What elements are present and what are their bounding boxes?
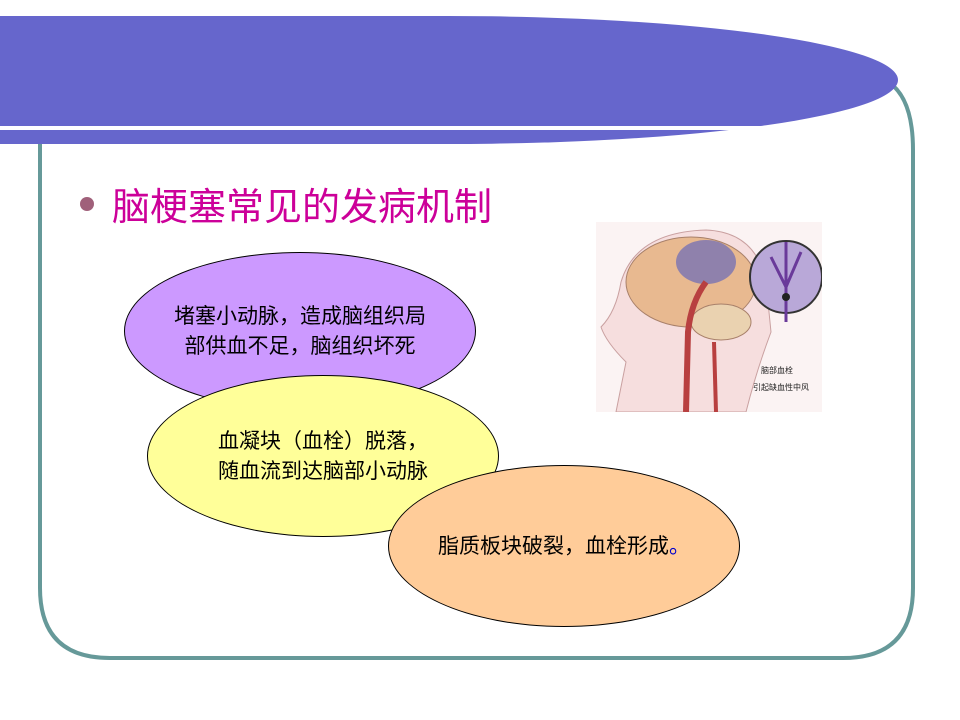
cause-oval-plaque: 脂质板块破裂，血栓形成。 [388,465,740,627]
oval-text: 堵塞小动脉，造成脑组织局 [174,304,426,328]
slide-title: 脑梗塞常见的发病机制 [80,176,492,231]
oval-text: 部供血不足，脑组织坏死 [184,334,416,358]
bullet-icon [80,196,94,211]
brain-thrombus-illustration: 脑部血栓 引起缺血性中风 [596,222,823,413]
cause-oval-small-artery: 堵塞小动脉，造成脑组织局部供血不足，脑组织坏死 [124,252,476,410]
figure-label-1: 脑部血栓 [761,366,793,375]
oval-text: 血凝块（血栓）脱落， [218,429,428,453]
figure-label-2: 引起缺血性中风 [753,383,809,392]
oval-text-end: 。 [669,534,690,558]
oval-text: 脂质板块破裂，血栓形成 [438,534,669,558]
head-brain-icon [596,222,823,413]
oval-text: 随血流到达脑部小动脉 [218,459,428,483]
title-text: 脑梗塞常见的发病机制 [112,185,493,229]
